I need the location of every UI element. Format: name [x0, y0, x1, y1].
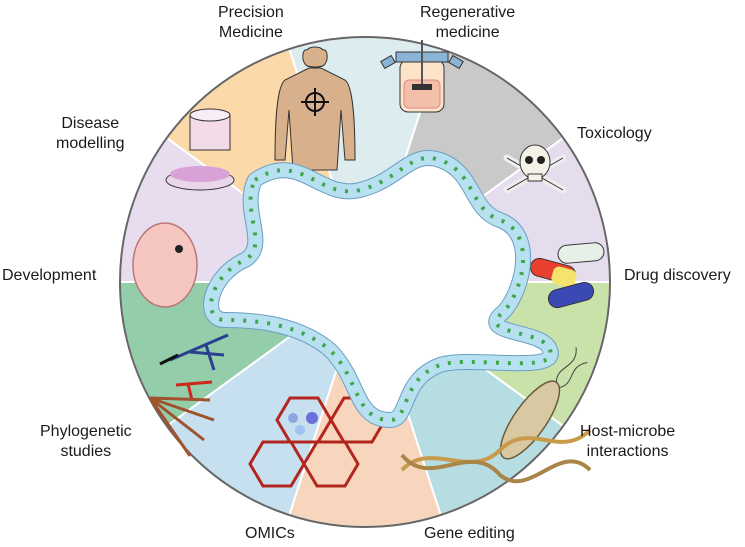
- molecule-hexagons-icon: [248, 396, 387, 488]
- label-development: Development: [2, 267, 97, 284]
- dna-helix-icon: [400, 428, 592, 484]
- wheel-outline: [119, 36, 611, 528]
- bioreactor-icon: [380, 40, 464, 113]
- phylogenetic-tree-icon: [148, 333, 229, 457]
- human-figure-icon: [274, 46, 356, 171]
- label-gene-editing: Gene editing: [424, 525, 515, 542]
- skull-crossbones-icon: [503, 144, 567, 194]
- label-omics: OMICs: [245, 525, 295, 542]
- petri-dish-icon: [165, 108, 235, 191]
- label-drug-discovery: Drug discovery: [624, 267, 731, 284]
- label-toxicology: Toxicology: [577, 125, 652, 142]
- fetus-icon: [132, 222, 198, 308]
- pills-icon: [529, 242, 605, 309]
- organoid-epithelium: [203, 150, 559, 428]
